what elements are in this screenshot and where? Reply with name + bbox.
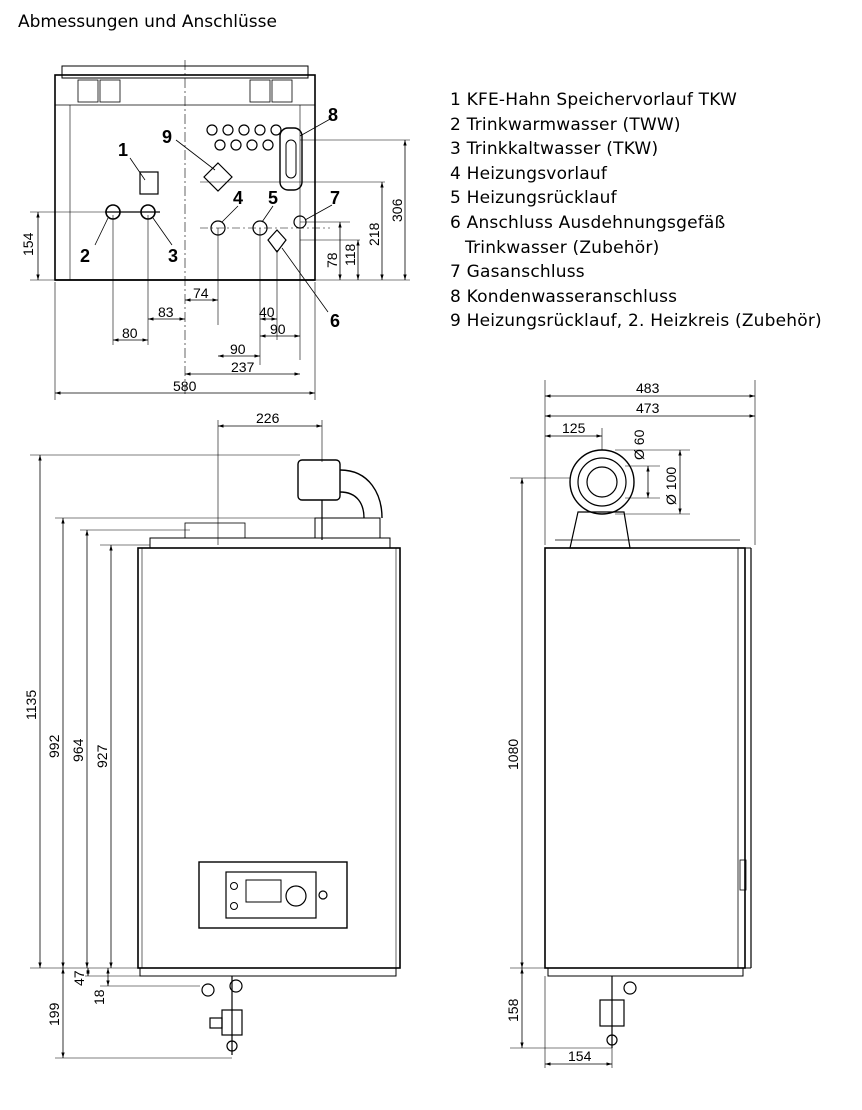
legend-item: 1 KFE-Hahn Speichervorlauf TKW <box>450 90 737 110</box>
callout-8: 8 <box>328 105 338 125</box>
dim-218: 218 <box>366 222 382 246</box>
dim-1135: 1135 <box>23 690 39 720</box>
callout-3: 3 <box>168 246 178 266</box>
legend-item: 4 Heizungsvorlauf <box>450 163 608 184</box>
legend-item: 6 Anschluss Ausdehnungsgefäß <box>450 212 726 233</box>
dim-154-top: 154 <box>20 232 36 256</box>
dim-199: 199 <box>46 1002 62 1026</box>
legend-item: 3 Trinkkaltwasser (TKW) <box>450 139 659 160</box>
dim-473: 473 <box>636 400 660 416</box>
dim-580: 580 <box>173 378 197 394</box>
callout-9: 9 <box>162 127 172 147</box>
legend-item: 2 Trinkwarmwasser (TWW) <box>450 114 681 135</box>
dim-diameter-60: Ø 60 <box>631 429 647 460</box>
legend-item: 8 Kondenwasseranschluss <box>450 286 678 307</box>
dim-80: 80 <box>122 325 138 341</box>
dim-306: 306 <box>389 198 405 222</box>
dim-18: 18 <box>91 989 107 1005</box>
dim-78: 78 <box>324 252 340 268</box>
callout-6: 6 <box>330 311 340 331</box>
callout-4: 4 <box>233 188 243 208</box>
top-view <box>30 60 410 400</box>
dim-1080: 1080 <box>505 739 521 770</box>
dim-diameter-100: Ø 100 <box>663 467 679 505</box>
dim-40: 40 <box>259 304 275 320</box>
legend-item: Trinkwasser (Zubehör) <box>465 237 660 258</box>
dim-90-b: 90 <box>230 341 246 357</box>
page-title: Abmessungen und Anschlüsse <box>18 12 277 32</box>
dim-154-side: 154 <box>568 1048 592 1064</box>
dim-992: 992 <box>46 734 62 758</box>
side-view <box>510 380 756 1068</box>
legend-item: 9 Heizungsrücklauf, 2. Heizkreis (Zubehö… <box>450 311 822 332</box>
dim-90-a: 90 <box>270 321 286 337</box>
dim-237: 237 <box>231 359 255 375</box>
dim-158: 158 <box>505 998 521 1022</box>
front-view <box>30 420 401 1059</box>
callout-2: 2 <box>80 246 90 266</box>
dim-964: 964 <box>70 738 86 762</box>
legend: 1 KFE-Hahn Speichervorlauf TKW 2 Trinkwa… <box>450 88 855 334</box>
dim-118: 118 <box>342 243 358 266</box>
dim-927: 927 <box>94 744 110 768</box>
dim-74: 74 <box>193 285 209 301</box>
dim-226: 226 <box>256 410 280 426</box>
legend-item: 7 Gasanschluss <box>450 262 585 283</box>
callout-1: 1 <box>118 140 128 160</box>
callout-5: 5 <box>268 188 278 208</box>
legend-item: 5 Heizungsrücklauf <box>450 188 617 209</box>
callout-7: 7 <box>330 188 340 208</box>
dim-83: 83 <box>158 304 174 320</box>
dim-47: 47 <box>71 970 87 986</box>
dim-125: 125 <box>562 420 586 436</box>
dim-483: 483 <box>636 380 660 396</box>
